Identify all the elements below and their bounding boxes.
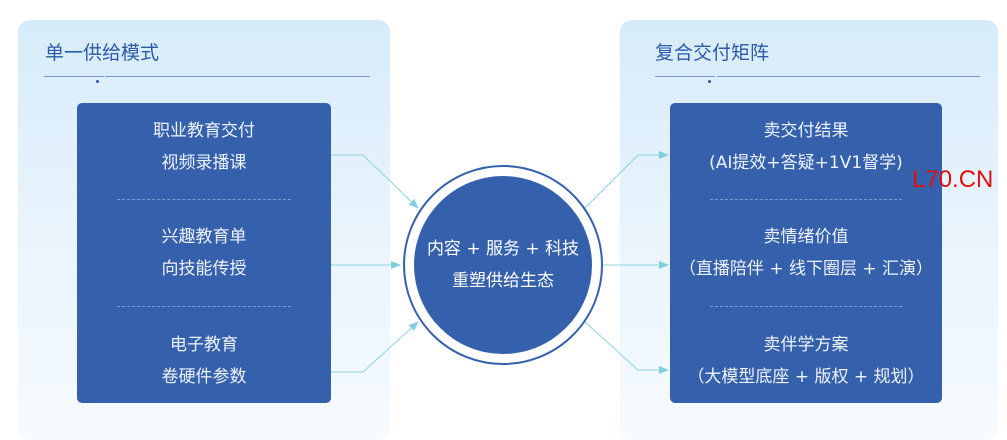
item-subtitle: (AI提效+答疑+1V1督学) [709, 153, 903, 173]
hub-subtitle: 重塑供给生态 [452, 271, 554, 291]
item-title: 卖情绪价值 [763, 227, 849, 247]
item-subtitle: 向技能传授 [161, 259, 247, 279]
list-item: 兴趣教育单向技能传授 [77, 221, 331, 285]
item-subtitle: 卷硬件参数 [161, 367, 247, 387]
divider [717, 76, 980, 77]
item-subtitle: （直播陪伴 + 线下圈层 + 汇演） [678, 259, 934, 279]
list-item: 电子教育卷硬件参数 [77, 329, 331, 393]
arrow [331, 154, 419, 209]
divider [44, 76, 104, 77]
center-hub-inner: 内容 + 服务 + 科技 重塑供给生态 [414, 176, 592, 354]
item-title: 电子教育 [170, 335, 238, 355]
panel-title: 单一供给模式 [45, 42, 160, 64]
arrow [584, 151, 669, 209]
item-title: 卖交付结果 [763, 121, 849, 141]
panel-title: 复合交付矩阵 [655, 42, 770, 64]
arrow [584, 321, 669, 374]
list-item: 卖交付结果 (AI提效+答疑+1V1督学) [670, 115, 942, 179]
center-hub: 内容 + 服务 + 科技 重塑供给生态 [403, 165, 603, 365]
item-subtitle: （大模型底座 + 版权 + 规划） [687, 367, 925, 387]
list-item: 卖情绪价值 （直播陪伴 + 线下圈层 + 汇演） [670, 221, 942, 285]
divider [105, 76, 370, 77]
dashed-divider [117, 199, 291, 200]
divider [655, 76, 715, 77]
watermark: L70.CN [912, 166, 994, 193]
arrow [331, 321, 419, 373]
list-item: 卖伴学方案 （大模型底座 + 版权 + 规划） [670, 329, 942, 393]
connector-arrows [331, 151, 669, 374]
dot-icon [96, 80, 99, 83]
list-item: 职业教育交付视频录播课 [77, 115, 331, 179]
item-title: 兴趣教育单 [161, 227, 247, 247]
composite-delivery-box: 卖交付结果 (AI提效+答疑+1V1督学) 卖情绪价值 （直播陪伴 + 线下圈层 +… [670, 103, 942, 403]
item-title: 职业教育交付 [153, 121, 255, 141]
dashed-divider [710, 199, 902, 200]
single-supply-box: 职业教育交付视频录播课 兴趣教育单向技能传授 电子教育卷硬件参数 [77, 103, 331, 403]
dashed-divider [710, 306, 902, 307]
item-title: 卖伴学方案 [763, 335, 849, 355]
hub-title: 内容 + 服务 + 科技 [426, 239, 580, 259]
dashed-divider [117, 306, 291, 307]
dot-icon [708, 80, 711, 83]
item-subtitle: 视频录播课 [161, 153, 247, 173]
